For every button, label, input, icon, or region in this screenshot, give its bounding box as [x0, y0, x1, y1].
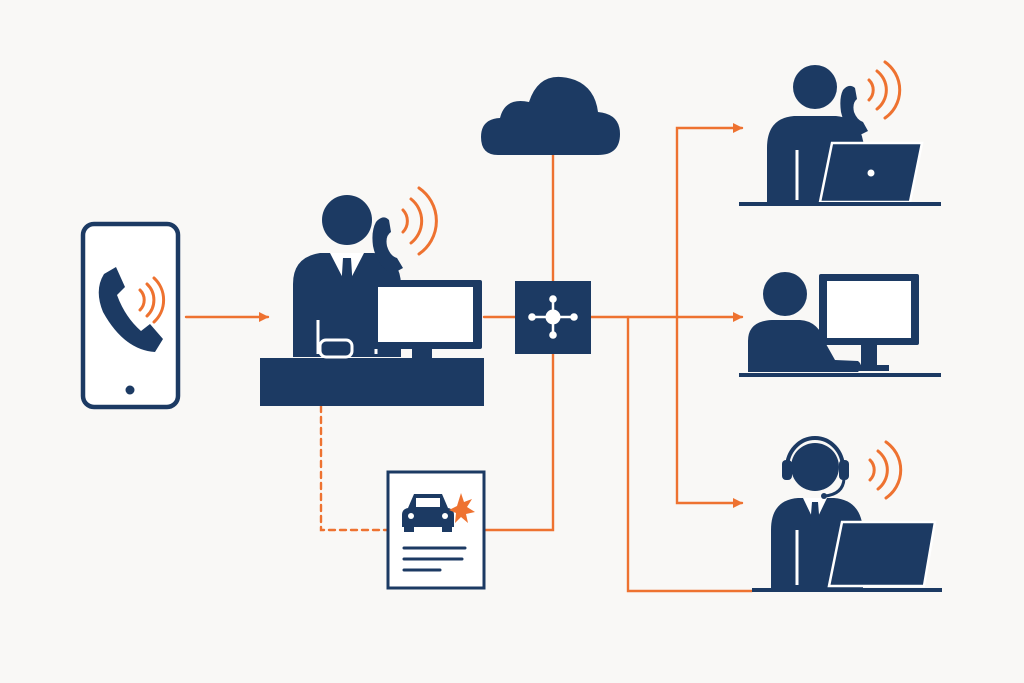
connector-hub-to-agent-phone	[675, 122, 744, 319]
smartphone-icon	[80, 221, 181, 410]
connector-hub-to-agent-headset-desk	[626, 315, 754, 593]
phone-handset-icon	[98, 267, 163, 352]
laptop-icon	[818, 141, 924, 204]
agent-headset-node	[752, 436, 942, 592]
monitor-icon	[369, 280, 482, 359]
agent-monitor-node	[739, 272, 941, 377]
headset-icon	[782, 436, 849, 499]
desk-icon	[260, 358, 484, 406]
phone-home-button	[125, 385, 135, 395]
sound-waves-icon	[138, 276, 166, 324]
laptop-icon	[827, 520, 937, 588]
car-crash-icon	[402, 493, 475, 532]
network-hub-icon	[515, 281, 591, 354]
sound-waves-icon	[401, 186, 438, 256]
phone-handset-icon	[372, 217, 403, 274]
dispatcher-node	[260, 186, 484, 406]
desk-icon	[739, 373, 941, 377]
caller-node	[80, 221, 181, 410]
connector-report-to-hub	[482, 352, 555, 532]
cloud-icon	[481, 76, 620, 155]
connector-hub-to-agent-headset	[675, 315, 744, 509]
connector-dispatcher-to-report-dashed	[319, 404, 390, 532]
phone-handset-icon	[840, 85, 868, 136]
desk-icon	[752, 588, 942, 592]
agent-phone-node	[739, 60, 941, 206]
sound-waves-icon	[868, 440, 903, 500]
person-icon	[748, 272, 861, 372]
incident-report-node	[386, 470, 486, 590]
connectors	[184, 122, 754, 593]
sound-waves-icon	[867, 60, 902, 120]
monitor-icon	[819, 274, 919, 371]
desk-icon	[739, 202, 941, 206]
